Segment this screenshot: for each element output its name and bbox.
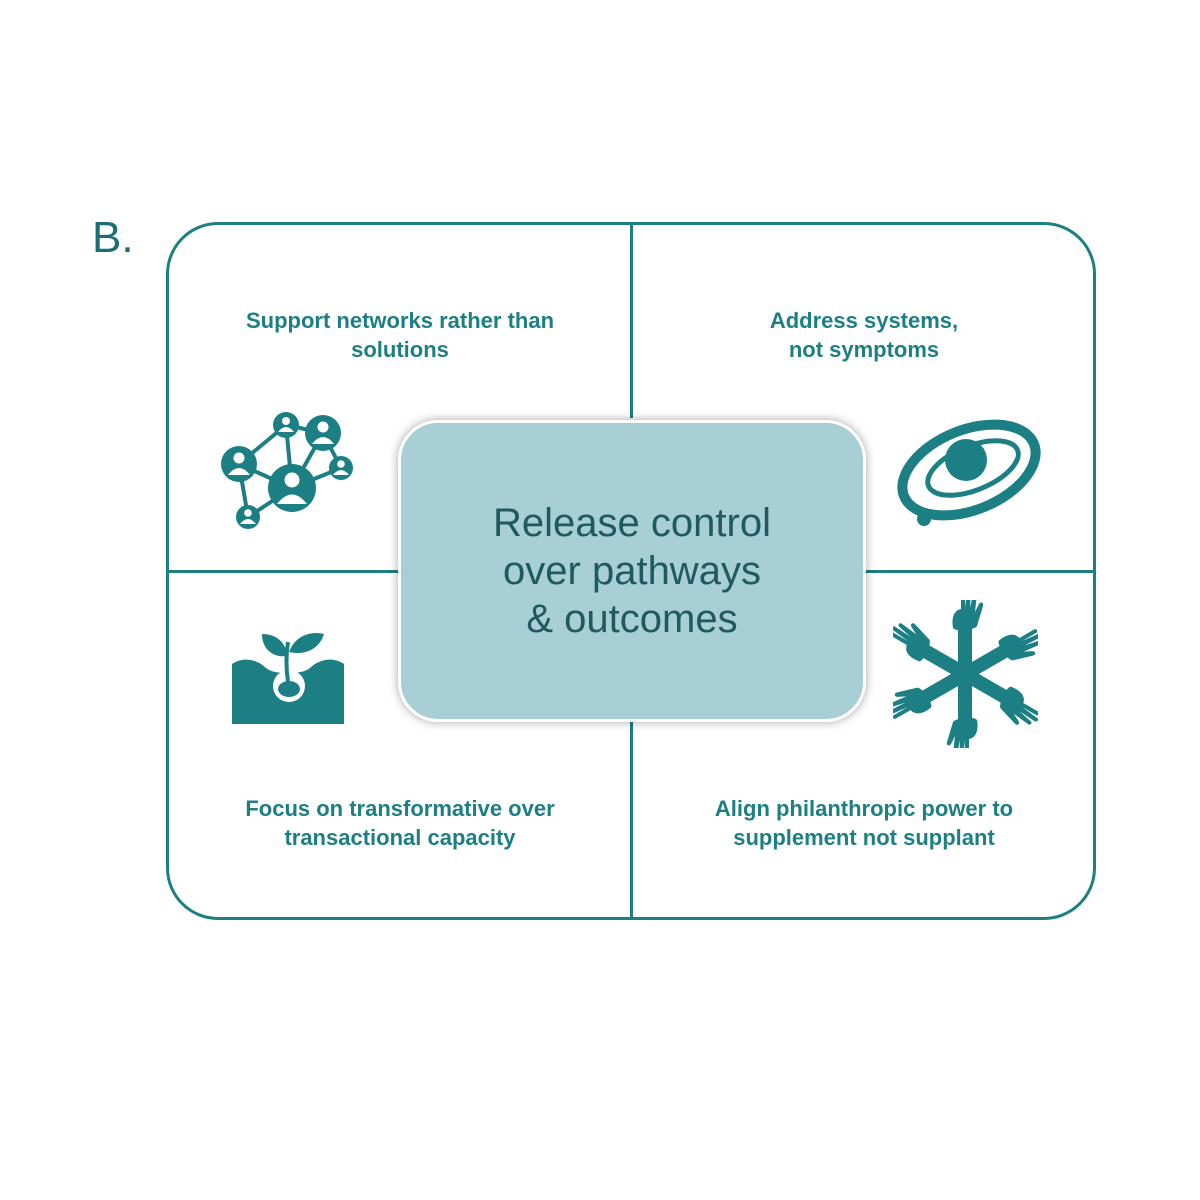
divider-horizontal-right — [866, 570, 1094, 573]
quadrant-frame — [166, 222, 1096, 920]
quadrant-top-left-text: Support networks rather than solutions — [245, 308, 555, 362]
panel-label: B. — [92, 213, 134, 262]
orbit-system-icon — [897, 419, 1041, 526]
center-text: Release control over pathways & outcomes — [493, 501, 771, 641]
sprout-icon — [232, 632, 344, 724]
divider-horizontal-left — [168, 570, 398, 573]
center-box: Release control over pathways & outcomes — [398, 420, 866, 722]
quadrant-bottom-left-text: Focus on transformative over transaction… — [245, 796, 555, 850]
divider-vertical-top — [630, 224, 633, 418]
network-people-icon — [221, 412, 353, 529]
quadrant-top-right-text: Address systems, not symptoms — [769, 308, 959, 362]
hands-circle-icon — [893, 600, 1038, 748]
divider-vertical-bottom — [630, 722, 633, 918]
quadrant-bottom-right-text: Align philanthropic power to supplement … — [714, 796, 1014, 850]
